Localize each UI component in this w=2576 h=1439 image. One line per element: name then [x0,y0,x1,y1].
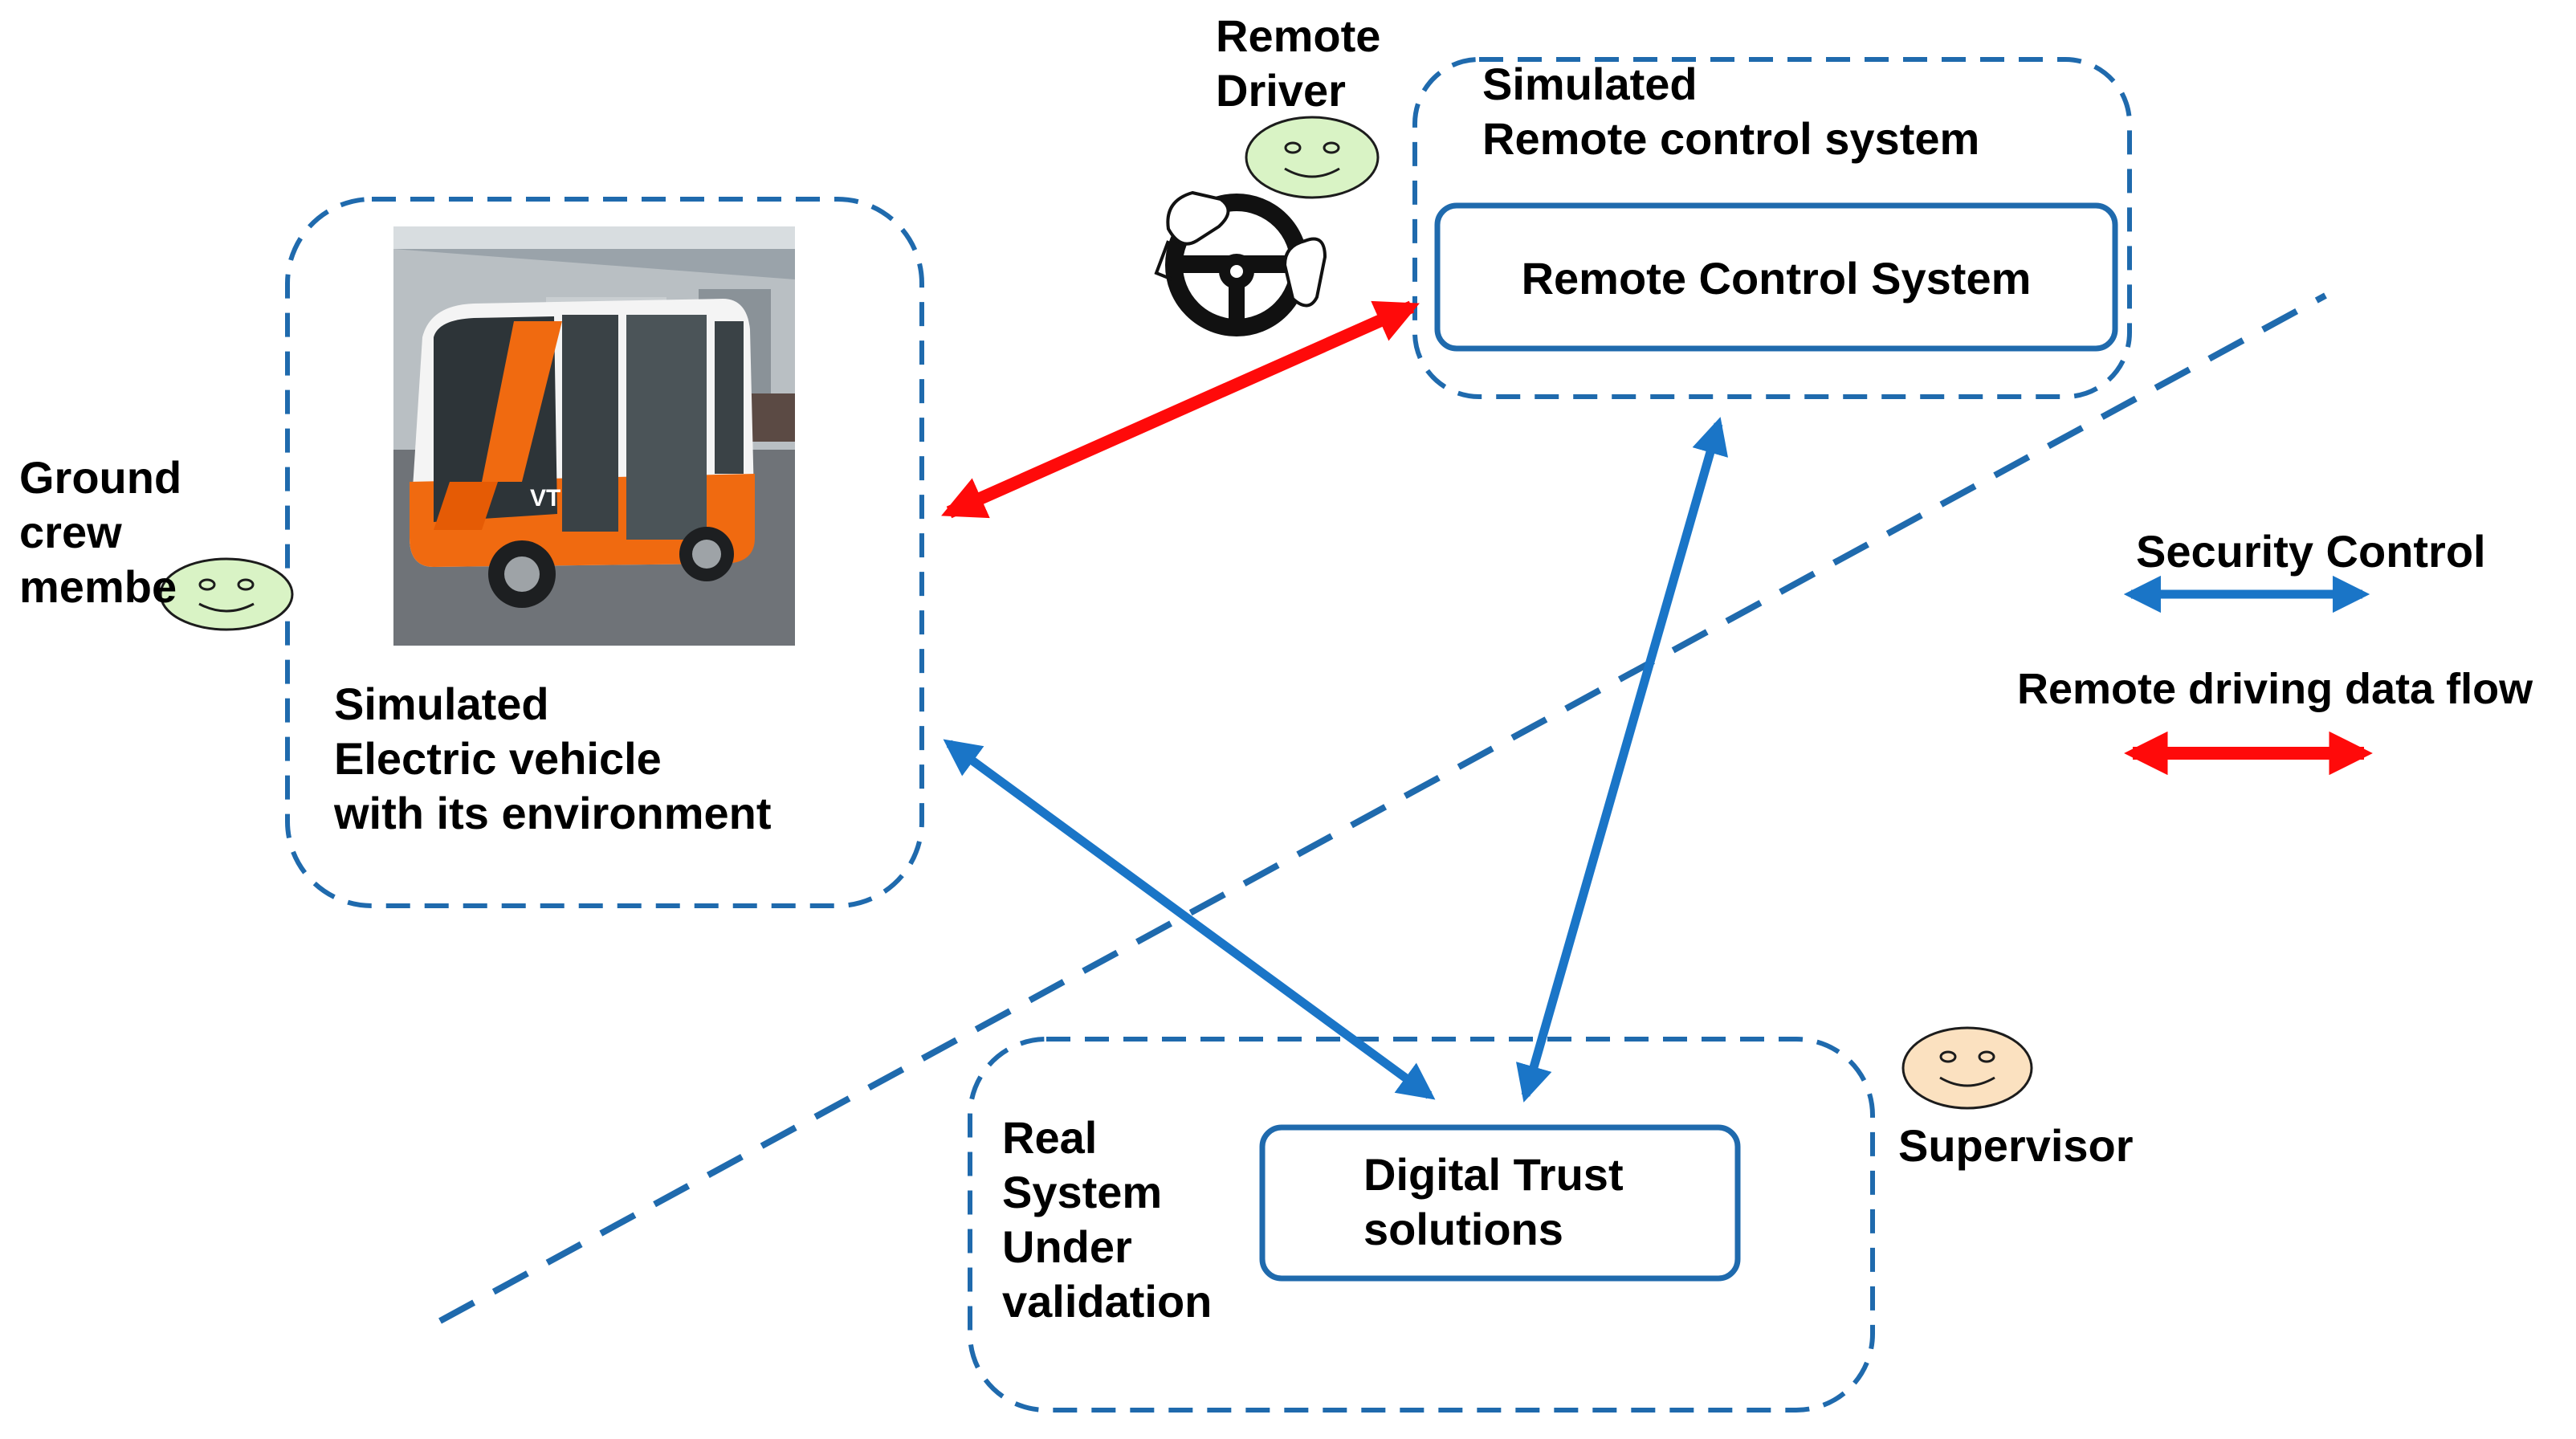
real-system-label: Real System Under validation [1002,1112,1212,1327]
remote-driving-arrow [941,300,1420,519]
simulated-remote-group [1412,57,2132,399]
vehicle-logo-text: VT [530,485,560,512]
simulated-vehicle-group [285,197,924,908]
security-control-arrow-remote [1515,417,1729,1103]
remote-driver-label: Remote Driver [1216,10,1393,116]
real-system-group [968,1037,1875,1413]
digital-trust-box [1259,1124,1741,1282]
remote-driver-face [1245,116,1380,199]
remote-control-system-box [1434,202,2118,352]
remote-control-system-label: Remote Control System [1522,253,2032,304]
legend-security-control-label: Security Control [2136,526,2486,577]
vehicle-photo: VT [393,226,795,646]
supervisor-label: Supervisor [1898,1120,2134,1171]
ground-crew-label: Ground crew membe [19,452,194,612]
simulated-remote-label: Simulated Remote control system [1482,59,1979,164]
legend-remote-driving-label: Remote driving data flow [2017,665,2533,713]
supervisor-face [1901,1026,2033,1110]
digital-trust-label: Digital Trust solutions [1363,1149,1636,1254]
simulated-vehicle-label: Simulated Electric vehicle with its envi… [333,679,772,838]
steering-wheel-icon [1154,190,1327,336]
security-control-arrow-vehicle [943,739,1436,1100]
ground-crew-face [159,557,294,631]
